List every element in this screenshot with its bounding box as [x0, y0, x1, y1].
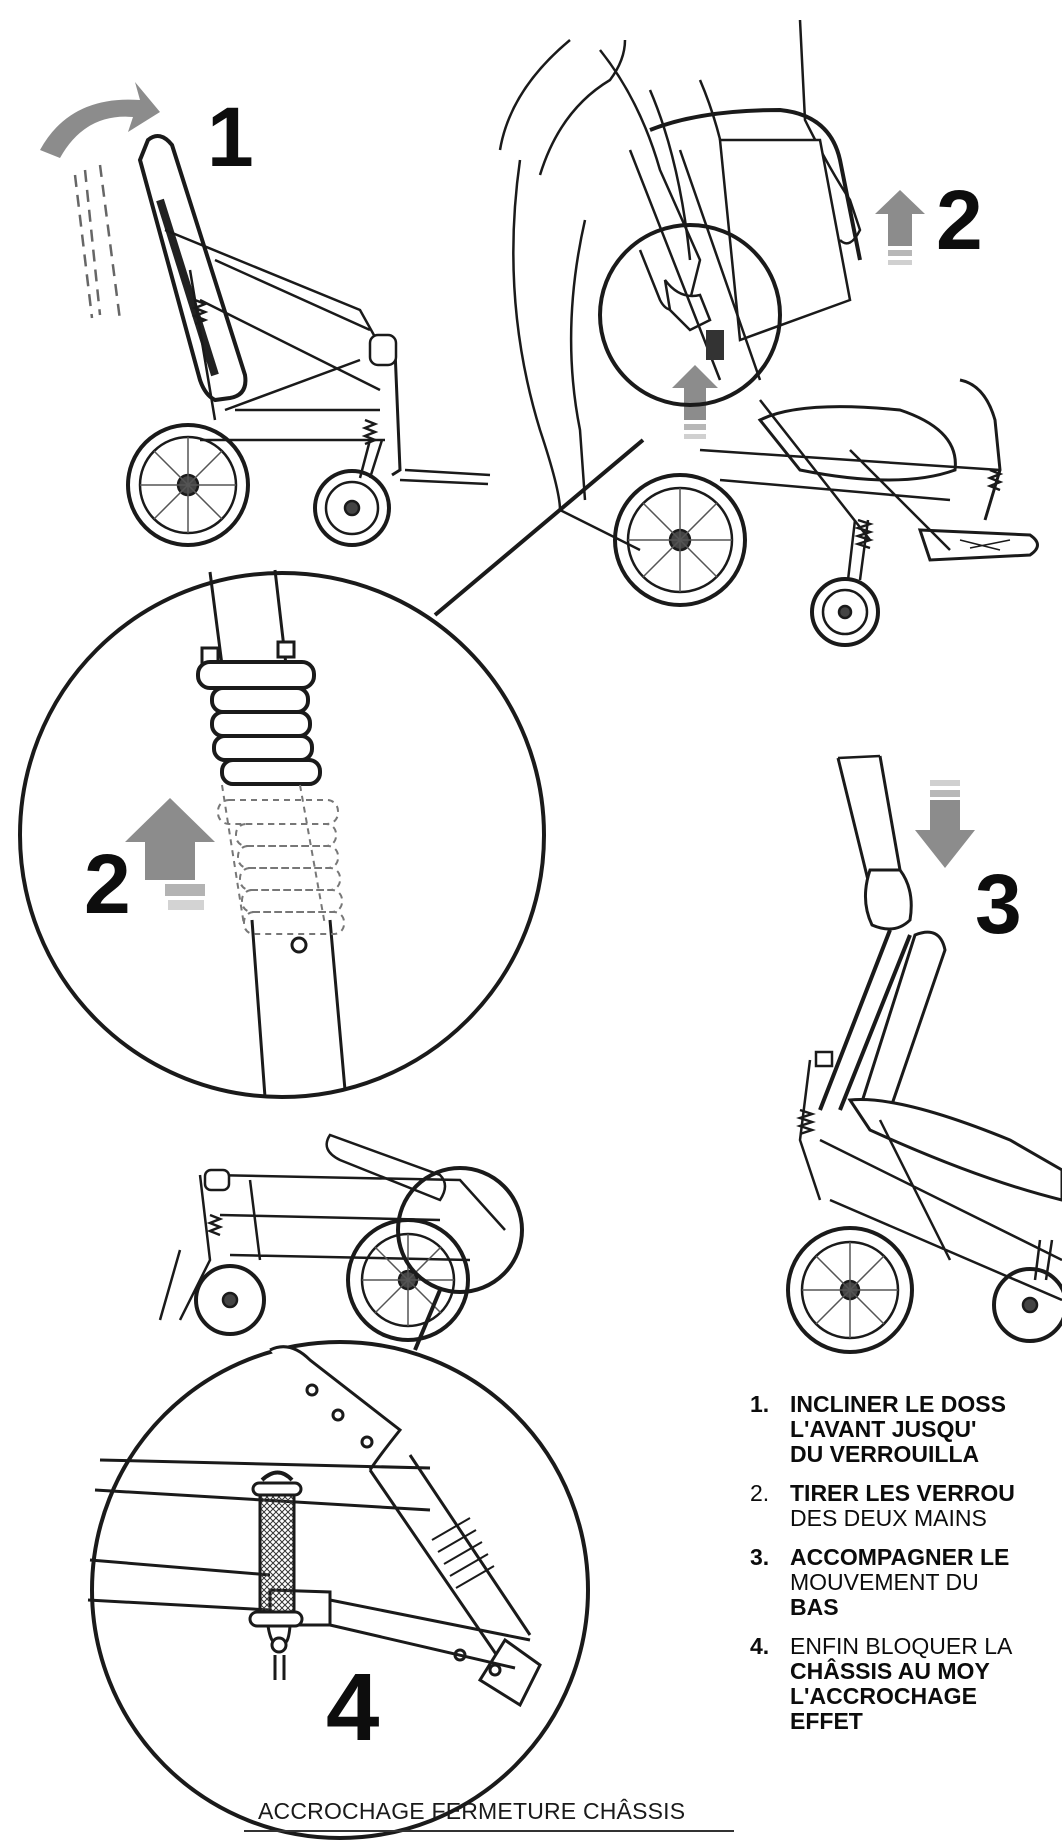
instruction-item-4: 4. ENFIN BLOQUER LA CHÂSSIS AU MOY L'ACC… — [748, 1634, 1062, 1734]
step4-latch-zoom-detail — [87, 1340, 590, 1840]
step-3-label: 3 — [975, 857, 1022, 951]
instruction-line: DES DEUX MAINS — [790, 1505, 987, 1531]
step3-stroller-drawing — [786, 754, 1062, 1354]
tilt-forward-arrow-icon — [40, 82, 160, 158]
instruction-line: INCLINER LE DOSS — [790, 1392, 1006, 1417]
instruction-number: 3. — [750, 1544, 770, 1570]
instruction-item-2: 2. TIRER LES VERROU DES DEUX MAINS — [748, 1481, 1062, 1531]
instruction-line: MOUVEMENT DU — [790, 1569, 979, 1595]
instruction-number: 4. — [750, 1633, 770, 1659]
pull-up-arrow-icon — [125, 798, 215, 880]
instruction-line: EFFET — [790, 1708, 863, 1734]
latch-caption: ACCROCHAGE FERMETURE CHÂSSIS — [258, 1798, 686, 1824]
step-2-label: 2 — [936, 173, 983, 267]
step-2-zoom-label: 2 — [84, 837, 131, 931]
instruction-line: CHÂSSIS AU MOY — [790, 1658, 990, 1684]
caption-underline — [244, 1830, 734, 1832]
step1-stroller-drawing — [40, 82, 491, 547]
instruction-item-1: 1. INCLINER LE DOSS L'AVANT JUSQU' DU VE… — [748, 1392, 1062, 1467]
instruction-line: ENFIN BLOQUER LA — [790, 1633, 1013, 1659]
instruction-line: L'AVANT JUSQU' — [790, 1416, 977, 1442]
step-4-label: 4 — [326, 1654, 380, 1761]
push-down-arrow-icon — [915, 800, 975, 868]
instruction-item-3: 3. ACCOMPAGNER LE MOUVEMENT DU BAS — [748, 1545, 1062, 1620]
lift-up-arrow-icon — [875, 190, 925, 246]
instruction-line: BAS — [790, 1594, 839, 1620]
instruction-line: L'ACCROCHAGE — [790, 1683, 977, 1709]
instruction-line: TIRER LES VERROU — [790, 1480, 1015, 1506]
instruction-number: 2. — [750, 1480, 770, 1506]
step2-stroller-drawing — [433, 19, 1039, 647]
instruction-number: 1. — [750, 1392, 770, 1417]
step2-lock-zoom-detail — [18, 569, 546, 1099]
step-1-label: 1 — [207, 90, 254, 184]
instructions-list: 1. INCLINER LE DOSS L'AVANT JUSQU' DU VE… — [748, 1392, 1062, 1812]
step4-folded-stroller-drawing — [158, 1133, 524, 1351]
instruction-line: ACCOMPAGNER LE — [790, 1544, 1010, 1570]
pull-up-arrow-icon — [672, 365, 718, 420]
instruction-line: DU VERROUILLA — [790, 1441, 980, 1467]
